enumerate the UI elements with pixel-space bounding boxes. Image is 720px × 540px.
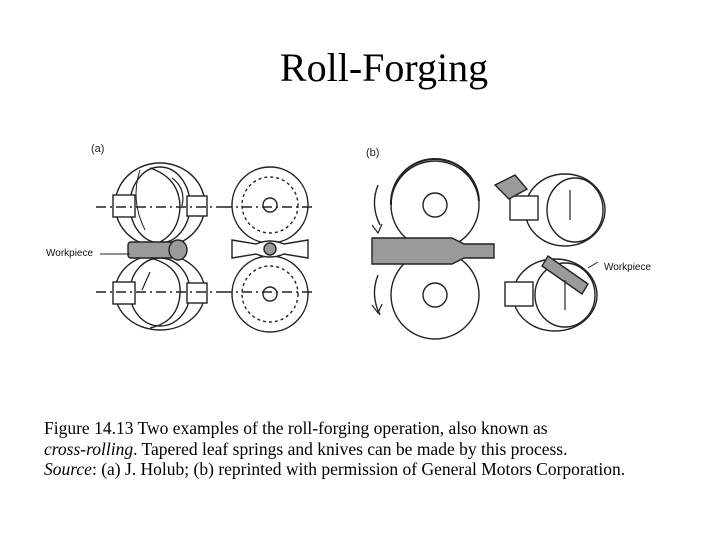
workpiece-callout-a: Workpiece bbox=[46, 248, 94, 259]
panel-b-rolls bbox=[371, 158, 495, 340]
caption-line-1: Figure 14.13 Two examples of the roll-fo… bbox=[44, 418, 548, 438]
panel-b-perspective bbox=[493, 173, 606, 332]
panel-a-label: (a) bbox=[91, 143, 105, 155]
slide-title: Roll-Forging bbox=[279, 45, 489, 90]
workpiece-callout-b: Workpiece bbox=[604, 262, 652, 273]
caption-source-label: Source bbox=[44, 459, 92, 479]
caption-source-text: : (a) J. Holub; (b) reprinted with permi… bbox=[91, 459, 626, 479]
panel-a-side-view bbox=[96, 162, 222, 331]
panel-a-front-view bbox=[222, 166, 315, 333]
caption-term: cross-rolling bbox=[44, 438, 134, 459]
panel-b-label: (b) bbox=[366, 147, 380, 159]
figure-caption: Figure 14.13 Two examples of the roll-fo… bbox=[44, 418, 684, 480]
caption-line-2: . Tapered leaf springs and knives can be… bbox=[133, 438, 568, 459]
